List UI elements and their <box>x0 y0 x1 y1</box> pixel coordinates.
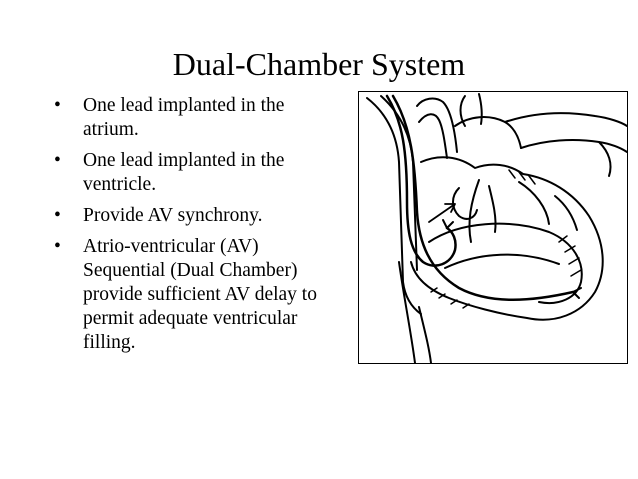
bullet-item-1: • One lead implanted in the atrium. <box>52 94 344 142</box>
bullet-text: One lead implanted in the ventricle. <box>83 150 285 195</box>
bullet-text: Provide AV synchrony. <box>83 205 263 226</box>
bullet-list: • One lead implanted in the atrium. • On… <box>52 94 344 362</box>
bullet-text: One lead implanted in the atrium. <box>83 95 285 140</box>
bullet-item-4: • Atrio-ventricular (AV) Sequential (Dua… <box>52 235 344 355</box>
bullet-dot-icon: • <box>54 205 61 226</box>
slide-title: Dual-Chamber System <box>172 46 466 82</box>
heart-illustration-frame <box>358 91 628 364</box>
heart-icon <box>366 93 627 363</box>
bullet-text: Atrio-ventricular (AV) Sequential (Dual … <box>83 236 317 353</box>
bullet-item-3: • Provide AV synchrony. <box>52 204 344 228</box>
bullet-dot-icon: • <box>54 236 61 257</box>
bullet-dot-icon: • <box>54 150 61 171</box>
bullet-item-2: • One lead implanted in the ventricle. <box>52 149 344 197</box>
bullet-dot-icon: • <box>54 95 61 116</box>
